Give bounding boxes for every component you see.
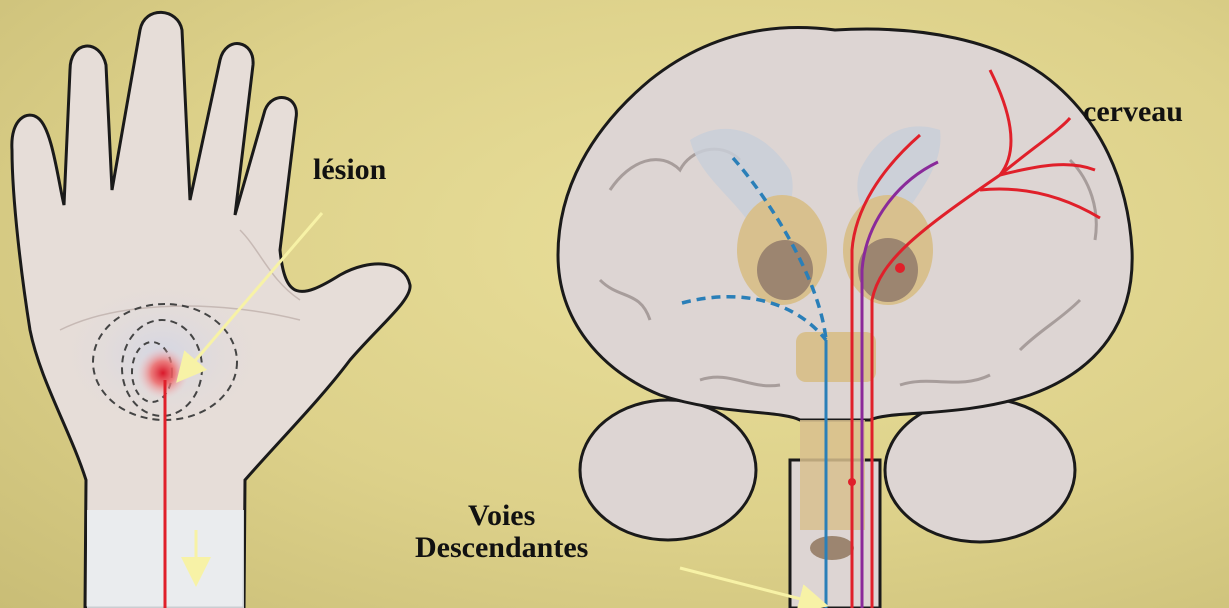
cerebellum-right <box>885 398 1075 542</box>
pathway-node <box>895 263 905 273</box>
voies-label-line1: Voies <box>415 500 588 532</box>
voies-label-line2: Descendantes <box>415 532 588 564</box>
thalamus-region <box>796 332 876 382</box>
voies-descendantes-label: Voies Descendantes <box>415 500 588 563</box>
cerveau-label: cerveau <box>1083 96 1183 128</box>
hand-illustration <box>12 12 410 608</box>
lesion-label: lésion <box>313 154 386 186</box>
basal-ganglia-left-dark <box>757 240 813 300</box>
cerebellum-left <box>580 400 756 540</box>
lesion-spot <box>137 347 189 399</box>
brainstem-nucleus <box>800 420 865 530</box>
brainstem-dark-nucleus <box>810 536 854 560</box>
brain-illustration <box>558 27 1132 608</box>
pathway-node <box>848 478 856 486</box>
